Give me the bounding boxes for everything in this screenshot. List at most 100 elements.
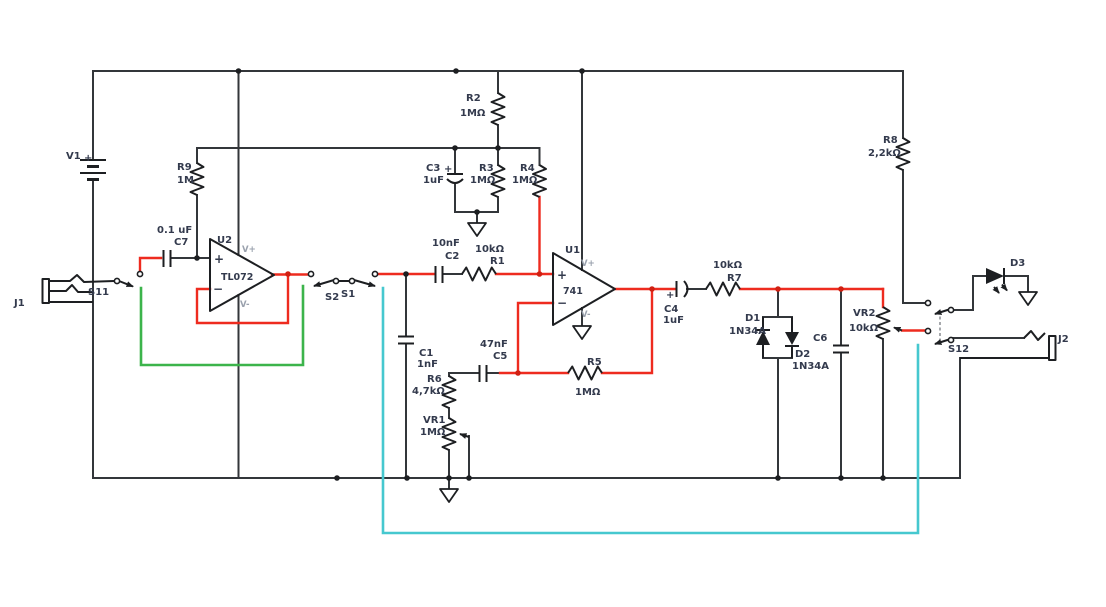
- label-s12-ref: S12: [948, 344, 969, 355]
- d2-triangle: [785, 332, 799, 345]
- switch-s1[interactable]: S1: [341, 270, 379, 300]
- label-c5-value: 47nF: [480, 339, 508, 350]
- junction-dot: [235, 68, 242, 74]
- vr2-wiper[interactable]: [893, 326, 903, 333]
- label-r2-value: 1MΩ: [460, 108, 486, 119]
- label-r1-ref: R1: [490, 256, 505, 267]
- diode-d1: D1 1N34A: [729, 313, 770, 358]
- switch-s12[interactable]: S12: [924, 299, 969, 355]
- s12-pivot-bottom[interactable]: [947, 336, 955, 344]
- s12-contact-vr2[interactable]: [924, 327, 932, 335]
- label-d3-ref: D3: [1010, 258, 1025, 269]
- label-s2-ref: S2: [325, 292, 339, 303]
- s1-top-contact[interactable]: [371, 270, 379, 278]
- junction-dot: [452, 145, 458, 151]
- resistor-r7: 10kΩ R7: [705, 260, 743, 297]
- jack-j2: J2: [960, 330, 1069, 361]
- r4-body: [532, 164, 547, 198]
- label-d2-ref: D2: [795, 349, 810, 360]
- s11-top-contact[interactable]: [136, 270, 144, 278]
- capacitor-c7: 0.1 uF C7: [157, 225, 192, 267]
- label-r7-ref: R7: [727, 273, 742, 284]
- label-r3-value: 1MΩ: [470, 175, 496, 186]
- label-u1-vplus: V+: [581, 259, 595, 269]
- label-c1-ref: C1: [419, 348, 433, 359]
- u2-minus-sign: −: [213, 282, 223, 296]
- r9-body: [189, 162, 205, 196]
- wire-red-u2-feedback: [195, 272, 290, 325]
- label-c7-value: 0.1 uF: [157, 225, 192, 236]
- j1-ring-contact: [49, 284, 93, 293]
- capacitor-c3: C3 + 1uF: [423, 163, 464, 186]
- j2-barrel: [1048, 335, 1057, 361]
- resistor-r6: R6 4,7kΩ: [412, 374, 457, 409]
- label-j1-ref: J1: [13, 298, 25, 309]
- s12-pivot-top[interactable]: [947, 306, 955, 314]
- capacitor-c6: C6: [813, 333, 849, 354]
- vr2-body: [875, 306, 891, 340]
- label-r8-value: 2,2kΩ: [868, 148, 901, 159]
- jack-j1: J1: [13, 274, 115, 309]
- label-c4-value: 1uF: [663, 315, 684, 326]
- label-vr2-value: 10kΩ: [849, 323, 879, 334]
- switch-s11[interactable]: S11: [88, 270, 144, 298]
- label-r9-value: 1M: [177, 175, 194, 186]
- capacitor-c5: 47nF C5: [478, 339, 508, 382]
- label-c4-ref: C4: [664, 304, 678, 315]
- label-v1-plus: +: [84, 153, 92, 164]
- label-u1-vminus: V-: [581, 310, 591, 320]
- junction-dot-red: [536, 271, 543, 277]
- label-c1-value: 1nF: [417, 359, 438, 370]
- r8-body: [895, 137, 911, 171]
- potentiometer-vr1[interactable]: VR1 1MΩ: [420, 415, 470, 451]
- resistor-r2: R2 1MΩ: [460, 92, 506, 126]
- junction-dot: [446, 475, 452, 481]
- label-u1-ref: U1: [565, 245, 580, 256]
- u1-triangle: [552, 252, 616, 326]
- u2-triangle: [209, 238, 275, 312]
- s1-pivot[interactable]: [348, 277, 356, 285]
- label-c3-ref: C3: [426, 163, 440, 174]
- s11-common-contact[interactable]: [113, 277, 121, 285]
- ground-icon-vr1: [439, 488, 459, 503]
- potentiometer-vr2[interactable]: VR2 10kΩ: [849, 306, 903, 340]
- junction-dot: [404, 475, 410, 481]
- label-vr1-value: 1MΩ: [420, 427, 446, 438]
- d1-triangle: [756, 331, 770, 345]
- wire-cyan-bypass: [381, 286, 920, 535]
- junction-dot: [194, 255, 200, 261]
- label-c4-plus: +: [666, 290, 674, 301]
- resistor-r9: R9 1M: [177, 162, 205, 196]
- j1-barrel: [41, 278, 50, 304]
- capacitor-c2: 10nF C2: [432, 238, 460, 283]
- junction-dot: [579, 68, 585, 74]
- u1-plus-sign: +: [557, 268, 567, 282]
- opamp-u2: + − U2 TL072 V+ V-: [209, 235, 275, 312]
- label-r4-ref: R4: [520, 163, 535, 174]
- u2-plus-sign: +: [214, 252, 224, 266]
- junction-dot: [466, 475, 472, 481]
- led-d3: D3: [986, 258, 1025, 294]
- switch-s2[interactable]: S2: [307, 270, 352, 303]
- label-r1-value: 10kΩ: [475, 244, 505, 255]
- label-u2-vminus: V-: [240, 300, 250, 310]
- s2-pivot[interactable]: [332, 277, 340, 285]
- junction-dot-red: [285, 271, 291, 277]
- resistor-r1: 10kΩ R1: [461, 244, 505, 282]
- s12-contact-r8[interactable]: [924, 299, 932, 307]
- s2-blade[interactable]: [313, 279, 335, 288]
- s12-blade-bottom[interactable]: [934, 338, 950, 345]
- vr1-wiper[interactable]: [459, 433, 470, 439]
- wires-red: [138, 195, 927, 375]
- diode-d2: D2 1N34A: [785, 317, 829, 372]
- label-c5-ref: C5: [493, 351, 507, 362]
- s12-blade-top[interactable]: [934, 308, 950, 315]
- s1-blade[interactable]: [353, 279, 376, 288]
- junction-dot: [403, 271, 409, 277]
- s11-blade[interactable]: [118, 280, 134, 288]
- label-u1-part: 741: [563, 286, 583, 297]
- wire-green-bypass: [139, 284, 305, 367]
- s2-top-contact[interactable]: [307, 270, 315, 278]
